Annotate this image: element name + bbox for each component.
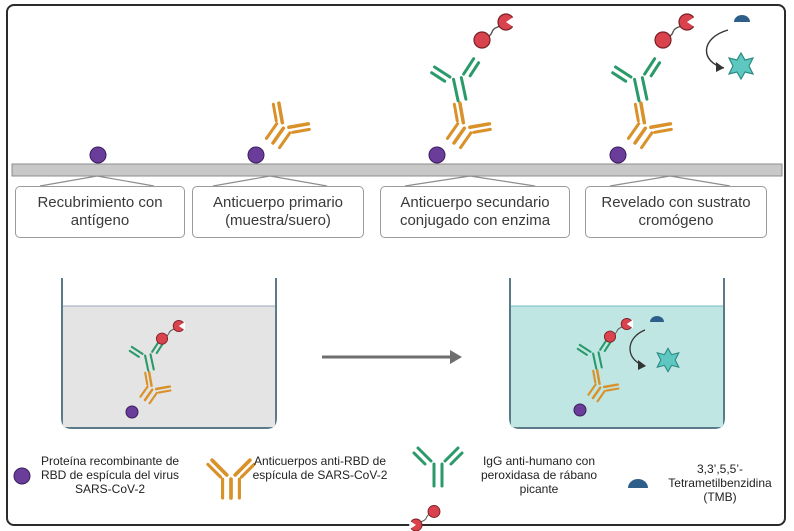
legend-antigen-icon xyxy=(13,467,31,485)
stage-label-coating: Recubrimiento con antígeno xyxy=(15,186,185,238)
connector-2 xyxy=(212,175,328,187)
legend-enzyme-icon xyxy=(408,504,441,531)
connector-4 xyxy=(609,175,731,187)
stage4-reaction-arrow xyxy=(705,29,729,69)
stage3-antigen-icon xyxy=(428,146,446,164)
well-after-substrate-icon xyxy=(650,316,664,322)
stage4-antigen-icon xyxy=(609,146,627,164)
stage4-secondary-antibody-icon xyxy=(610,56,668,107)
well-before-liquid xyxy=(63,306,275,427)
legend-substrate-label: 3,3’,5,5’- Tetrametilbenzidina (TMB) xyxy=(668,462,772,504)
stage4-enzyme-icon xyxy=(654,13,697,49)
process-arrow-head xyxy=(450,350,462,364)
stage1-antigen-icon xyxy=(89,146,107,164)
connector-3 xyxy=(404,175,536,187)
legend-secondary-antibody-icon xyxy=(412,446,464,488)
legend-primary-antibody-label: Anticuerpos anti-RBD de espícula de SARS… xyxy=(252,454,388,482)
stage2-antigen-icon xyxy=(247,146,265,164)
legend-secondary-antibody-label: IgG anti-humano con peroxidasa de rábano… xyxy=(480,454,598,496)
legend-substrate-icon xyxy=(628,479,648,488)
stage-label-secondary-antibody: Anticuerpo secundario conjugado con enzi… xyxy=(380,186,570,238)
stage3-primary-antibody-icon xyxy=(434,99,495,158)
connector-1 xyxy=(39,175,155,187)
legend-primary-antibody-icon xyxy=(206,458,256,500)
legend-antigen-label: Proteína recombinante de RBD de espícula… xyxy=(40,454,180,496)
stage4-primary-antibody-icon xyxy=(615,99,676,158)
plate-surface xyxy=(11,163,783,177)
well-after-antigen-icon xyxy=(573,403,587,417)
stage4-substrate-icon xyxy=(734,15,750,22)
stage3-enzyme-icon xyxy=(473,13,516,49)
stage-label-development: Revelado con sustrato cromógeno xyxy=(585,186,767,238)
stage4-arrowhead xyxy=(716,62,724,72)
well-before-antigen-icon xyxy=(125,405,139,419)
stage2-primary-antibody-icon xyxy=(253,99,314,158)
stage4-product-icon xyxy=(728,52,754,80)
stage-label-primary-antibody: Anticuerpo primario (muestra/suero) xyxy=(192,186,364,238)
stage3-secondary-antibody-icon xyxy=(429,56,487,107)
well-after-liquid xyxy=(511,306,723,427)
figure-frame xyxy=(6,4,786,526)
